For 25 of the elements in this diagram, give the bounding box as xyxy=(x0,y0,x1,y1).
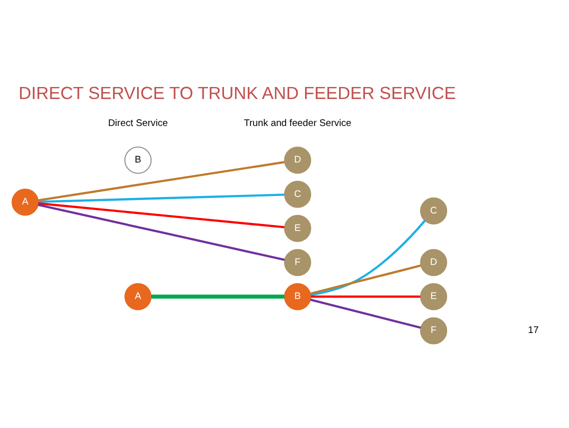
node-circle: B xyxy=(124,146,152,174)
connector xyxy=(38,194,284,203)
connector xyxy=(310,220,426,296)
label: 17 xyxy=(528,325,539,336)
connector xyxy=(38,202,284,228)
connector xyxy=(38,161,284,202)
node-circle: C xyxy=(284,180,312,208)
node-circle: B xyxy=(284,283,312,310)
node-circle: D xyxy=(420,248,448,276)
node-circle: E xyxy=(420,283,448,310)
node-circle: E xyxy=(284,214,312,242)
connector xyxy=(151,294,284,299)
connector xyxy=(310,298,421,329)
connector xyxy=(310,264,421,295)
node-circle: F xyxy=(420,317,448,344)
node-circle: A xyxy=(124,283,152,310)
connector xyxy=(310,296,420,298)
node-circle: A xyxy=(12,188,39,216)
node-circle: C xyxy=(420,197,448,224)
label: Trunk and feeder Service xyxy=(244,118,352,129)
label: Direct Service xyxy=(108,118,168,129)
diagram-title: DIRECT SERVICE TO TRUNK AND FEEDER SERVICE xyxy=(18,82,456,103)
node-circle: F xyxy=(284,248,312,276)
connector xyxy=(38,204,285,261)
node-circle: D xyxy=(284,146,312,174)
